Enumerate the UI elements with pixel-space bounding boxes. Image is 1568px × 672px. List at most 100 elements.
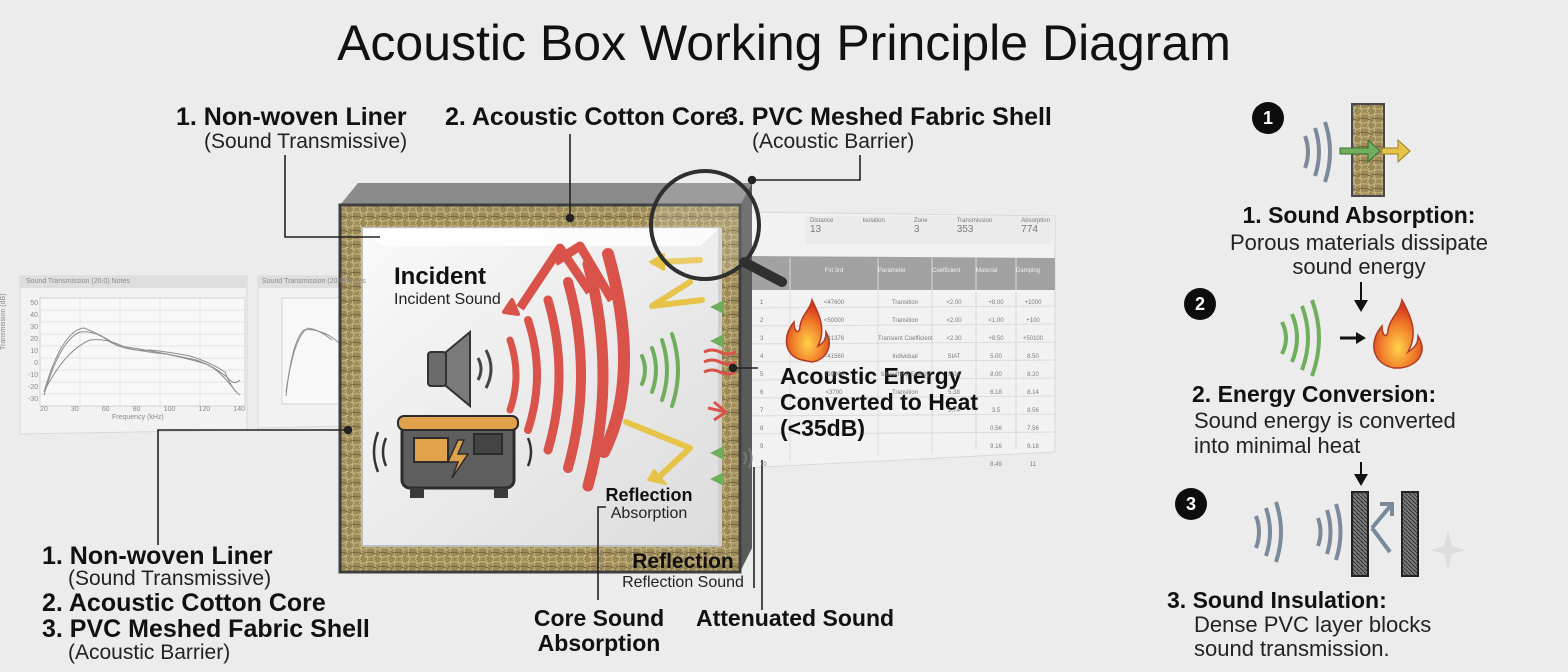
page-title: Acoustic Box Working Principle Diagram <box>337 15 1231 71</box>
table-cell: Transient Coefficient <box>878 336 933 342</box>
table-cell: 3.5 <box>991 408 1001 414</box>
table-cell: 5 <box>760 372 764 378</box>
table-cell: 10 <box>760 462 767 468</box>
table-cell: <90000 <box>823 372 845 378</box>
step-number-2: 2 <box>1184 288 1216 320</box>
table-cell: 6 <box>760 390 764 396</box>
bg-table-header: Fst 3rd Parameter Coefficient Material D… <box>824 268 1041 274</box>
heat-label-1: Acoustic Energy <box>780 363 962 389</box>
top-label-liner: 1. Non-woven Liner <box>176 103 407 131</box>
table-cell: Smoothing Energy <box>880 372 930 378</box>
table-cell: 5.74 <box>948 408 960 414</box>
step2-title: 2. Energy Conversion: <box>1192 381 1437 407</box>
bg-chart-xlabel: Frequency (kHz) <box>112 414 164 421</box>
step3-line1: Dense PVC layer blocks <box>1194 612 1432 637</box>
core-absorption-label: Core Sound Absorption <box>533 605 665 656</box>
table-row: 7 5.74 3.5 8.56 <box>760 402 1050 420</box>
step1-line1: Porous materials dissipate <box>1229 230 1488 255</box>
step-arrow-1-head <box>1354 300 1368 312</box>
bg-chart-ylabel: Transmission (dB) <box>0 293 7 350</box>
table-row: 8 0.56 7.56 <box>760 420 1050 438</box>
generator-icon <box>372 415 533 498</box>
step-arrow-2-head <box>1354 474 1368 486</box>
flame-icon <box>785 297 830 363</box>
table-cell: Transition <box>891 300 919 306</box>
table-cell: +50100 <box>1022 336 1044 342</box>
step2-line1: Sound energy is converted <box>1194 408 1456 433</box>
table-cell: <47600 <box>823 300 845 306</box>
table-cell: 6.18 <box>990 390 1002 396</box>
table-cell: 4 <box>760 354 764 360</box>
table-cell: +8.00 <box>988 300 1004 306</box>
sparkle-icon <box>1430 530 1466 570</box>
table-cell: 1 <box>760 300 764 306</box>
table-cell: 8.20 <box>1027 372 1039 378</box>
heat-label-2: Converted to Heat <box>780 389 979 415</box>
reflection2-title: Reflection <box>632 550 734 573</box>
table-cell: +100 <box>1026 318 1040 324</box>
step3-line2: sound transmission. <box>1194 636 1390 661</box>
step3-insulation-icon <box>1254 491 1419 577</box>
magnifier-icon <box>649 169 787 287</box>
reflection-sub: Absorption <box>610 505 688 522</box>
table-cell: 9.16 <box>990 444 1002 450</box>
table-cell: <2.00 <box>946 300 962 306</box>
green-wave-arcs <box>640 332 680 408</box>
wall-green-arrows <box>710 300 724 486</box>
attenuated-wave <box>743 447 753 469</box>
table-cell: <2.30 <box>946 336 962 342</box>
table-cell: 8.50 <box>1027 354 1039 360</box>
table-cell: 7.56 <box>1027 426 1039 432</box>
attenuated-sound-label: Attenuated Sound <box>696 605 895 631</box>
table-cell: 7 <box>760 408 764 414</box>
step2-line2: into minimal heat <box>1194 433 1361 458</box>
step-number-1: 1 <box>1252 102 1284 134</box>
step1-absorption-icon <box>1303 103 1411 197</box>
legend-liner-sub: (Sound Transmissive) <box>68 567 272 590</box>
table-cell: SIAT <box>947 354 961 360</box>
table-cell: <41560 <box>823 354 845 360</box>
table-cell: <1.00 <box>988 318 1004 324</box>
reflection-red-arrows <box>502 241 616 316</box>
speaker-icon <box>427 329 493 409</box>
top-label-shell: 3. PVC Meshed Fabric Shell <box>724 103 1052 131</box>
table-cell: <2.00 <box>946 318 962 324</box>
table-cell: Transition <box>891 390 919 396</box>
table-cell: 9 <box>760 444 764 450</box>
table-cell: 0.56 <box>990 426 1002 432</box>
top-label-core: 2. Acoustic Cotton Core <box>445 103 729 131</box>
table-cell: 3 <box>760 336 764 342</box>
table-cell: 8.14 <box>1027 390 1039 396</box>
table-cell: Individual <box>892 354 918 360</box>
bg-table-panel <box>744 211 1056 469</box>
bg-chart-mid <box>257 275 341 429</box>
step-number-3: 3 <box>1175 488 1207 520</box>
legend-core: 2. Acoustic Cotton Core <box>42 589 326 617</box>
incident-sub: Incident Sound <box>394 291 501 308</box>
table-cell: 8.00 <box>990 372 1002 378</box>
reflection2-sub: Reflection Sound <box>622 574 744 591</box>
table-cell: 8.56 <box>1027 408 1039 414</box>
leader-lines <box>157 134 861 610</box>
table-cell: <50000 <box>823 318 845 324</box>
table-cell: 8.49 <box>990 462 1002 468</box>
legend-shell-sub: (Acoustic Barrier) <box>68 641 231 664</box>
bg-chart-left-title: Sound Transmission (20.0) Notes <box>26 278 130 285</box>
table-cell: +8.50 <box>988 336 1004 342</box>
table-cell: 8 <box>760 426 764 432</box>
bg-chart-mid-title: Sound Transmission (20.0) Notes <box>262 278 366 285</box>
top-label-shell-sub: (Acoustic Barrier) <box>752 130 915 153</box>
legend-liner: 1. Non-woven Liner <box>42 542 273 570</box>
barrier-icon <box>1351 491 1369 577</box>
